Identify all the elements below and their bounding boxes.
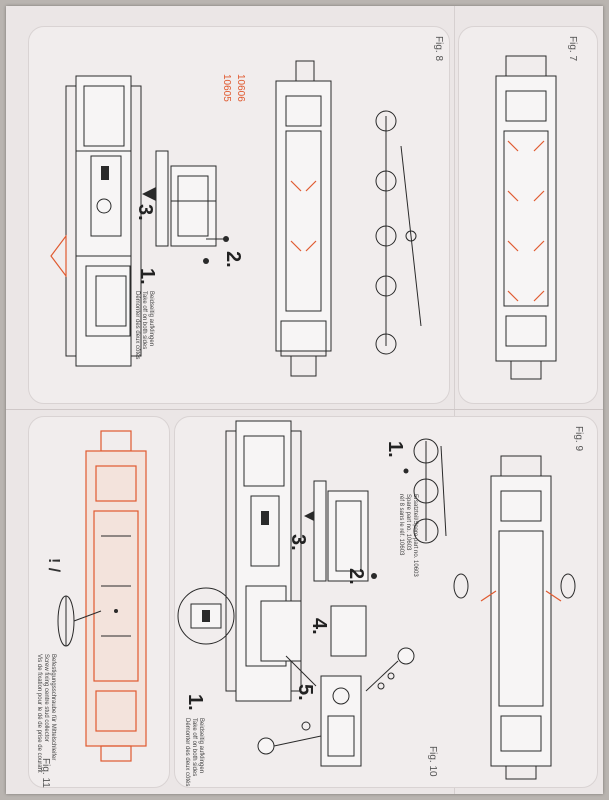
fig10-caption-en: Take off on both sides <box>191 718 197 777</box>
fig10-step-2: 2. <box>345 568 367 585</box>
fig8-frame <box>65 75 142 367</box>
fig11-frame-drawing-orange <box>85 430 147 762</box>
fig9-clip-rings <box>453 573 576 599</box>
fig11-caption-de: Befestigungsschraube für Mittelschleifer <box>50 654 56 761</box>
fig8-part-number-10606: 10606 <box>235 74 246 102</box>
fig8-label: Fig. 8 <box>433 36 444 62</box>
fig11-mark: ! / <box>45 558 62 573</box>
fig7-frame-drawing <box>495 55 557 380</box>
fig9-note-de: Ersatzteil/Spare part no. 10603 <box>412 494 418 577</box>
fig10-step-1: 1. <box>184 694 206 711</box>
fig9-note-fr: réf 8 sans le réf. 10603 <box>398 494 404 556</box>
fig11-caption-fr: Vis de fixation pour le dé de prise de c… <box>36 654 42 773</box>
fig8-caption-fr: Démonter des deux côtés <box>134 291 140 360</box>
fig8-arrow-3 <box>142 186 158 202</box>
fig10-motor-parts <box>257 600 415 767</box>
fig8-step-1: 1. <box>136 268 158 285</box>
fig8-caption-en: Take off on both sides <box>141 291 147 350</box>
fig8-body-shell <box>155 150 229 264</box>
fig10-caption-de: Beidseitig aufklingen <box>198 718 204 774</box>
fig11-caption-en: Screw fixing centre stud collector <box>43 654 49 742</box>
fig9-note-en: Spare part no. 10603 <box>405 494 411 551</box>
fig7-label: Fig. 7 <box>567 36 578 62</box>
fig9-note: Ersatzteil/Spare part no. 10603 Spare pa… <box>397 494 418 577</box>
fold-line-horizontal <box>6 409 603 410</box>
fig11-collector-screw <box>57 595 102 647</box>
fold-line-vertical <box>454 6 455 794</box>
fig8-caption: Beidseitig aufklingen Take off on both s… <box>133 291 154 359</box>
fig9-step-1: 1. <box>384 441 406 458</box>
fig8-caption-de: Beidseitig aufklingen <box>148 291 154 347</box>
fig9-frame-drawing <box>480 455 562 780</box>
fig8-step-2: 2. <box>222 251 244 268</box>
fig10-body-shell <box>313 480 377 582</box>
instruction-sheet: Fig. 8 10606 10605 3. 2. 1. Beidseitig a… <box>6 6 603 794</box>
fig8-main-frame <box>275 60 332 377</box>
fig10-caption: Beidseitig aufklingen Take off on both s… <box>183 718 204 786</box>
fig10-label: Fig. 10 <box>427 746 438 777</box>
fig10-step-4: 4. <box>308 618 330 635</box>
fig9-label: Fig. 9 <box>573 426 584 452</box>
fig8-step-3: 3. <box>134 204 156 221</box>
fig8-drive-wheels <box>375 110 422 355</box>
fig8-orange-arrow <box>50 234 67 278</box>
fig9-wheelset-drawing <box>403 438 447 544</box>
fig10-caption-fr: Démonter des deux côtés <box>184 718 190 787</box>
fig10-step-3: 3. <box>287 534 309 551</box>
fig10-detail-circle <box>177 587 235 645</box>
fig8-part-number-10605: 10605 <box>221 74 232 102</box>
fig10-step-5: 5. <box>294 684 316 701</box>
fig8-chassis-drawing <box>50 75 158 367</box>
fig11-caption: Befestigungsschraube für Mittelschleifer… <box>35 654 56 773</box>
